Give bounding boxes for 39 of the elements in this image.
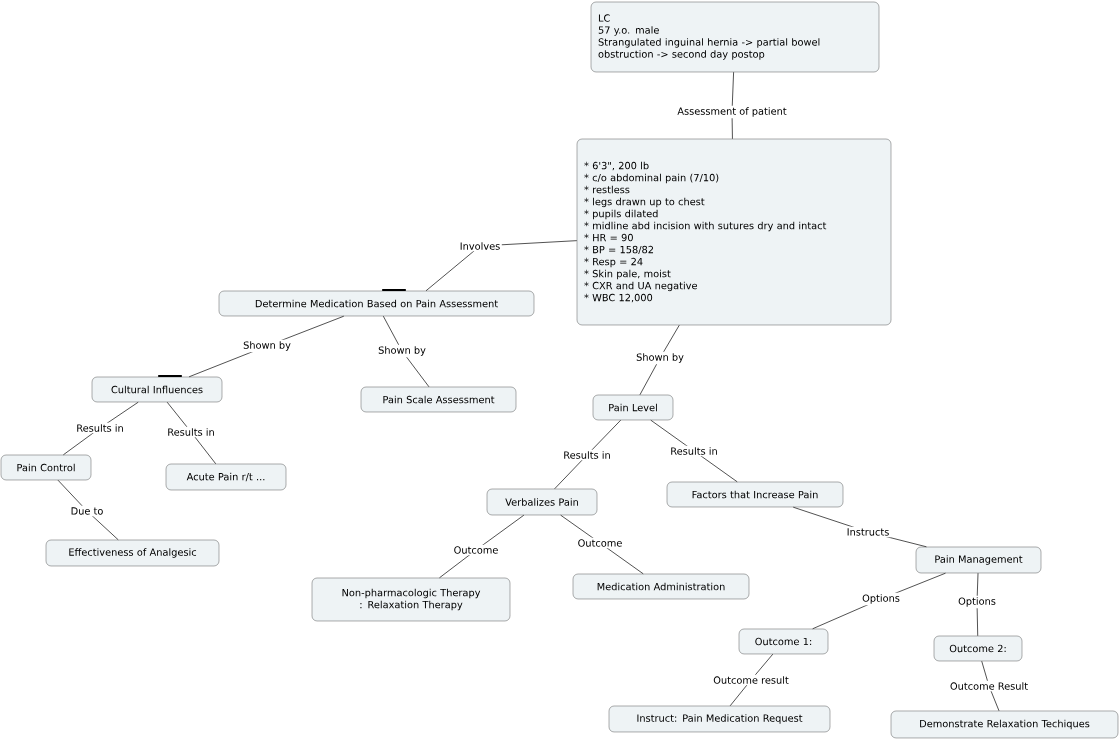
concept-box: Outcome 1: bbox=[738, 628, 829, 655]
connector-line bbox=[57, 479, 119, 541]
concept-box: Pain Level bbox=[592, 394, 674, 421]
concept-box: Instruct: Pain Medication Request bbox=[608, 705, 831, 733]
connector-line bbox=[554, 419, 622, 490]
edge-label: Results in bbox=[165, 426, 217, 438]
edge-label: Outcome result bbox=[711, 674, 791, 686]
concept-box: Outcome 2: bbox=[933, 635, 1023, 662]
edge-label: Due to bbox=[69, 505, 105, 517]
concept-box: Effectiveness of Analgesic bbox=[45, 539, 220, 567]
concept-box: Factors that Increase Pain bbox=[666, 481, 844, 508]
edge-label: Options bbox=[860, 592, 902, 606]
concept-box: Determine Medication Based on Pain Assessment bbox=[218, 290, 535, 317]
concept-box: Acute Pain r/t ... bbox=[165, 463, 287, 491]
concept-box: LC 57 y.o. male Strangulated inguinal hernia -> partial bowel obstruction -> second day postop bbox=[590, 1, 880, 73]
edge-label: Results in bbox=[74, 422, 126, 434]
edge-label: Instructs bbox=[845, 526, 891, 538]
concept-box: Non-pharmacologic Therapy : Relaxation Therapy bbox=[311, 577, 511, 622]
concept-box: Verbalizes Pain bbox=[486, 488, 598, 516]
concept-box: Medication Administration bbox=[572, 573, 750, 600]
concept-box: Pain Management bbox=[915, 546, 1042, 574]
concept-box: Demonstrate Relaxation Techiques bbox=[890, 710, 1119, 739]
concept-box: Pain Control bbox=[0, 454, 92, 481]
edge-label: Involves bbox=[458, 240, 502, 252]
concept-box: * 6'3", 200 lb * c/o abdominal pain (7/10) * restless * legs drawn up to chest * pupils dilated * midline abd incision with sutures dry and intact * HR = 90 * BP = 158/82 * Resp = 24 * Skin pale, moist * CXR and UA negative * WBC 12,000 bbox=[576, 138, 892, 326]
edge-label: Shown by bbox=[241, 339, 293, 353]
edge-label: Outcome bbox=[576, 537, 624, 549]
concept-box: Pain Scale Assessment bbox=[360, 386, 517, 413]
concept-box: Cultural Influences bbox=[91, 376, 223, 403]
edge-label: Outcome Result bbox=[948, 680, 1030, 692]
edge-label: Results in bbox=[668, 445, 720, 457]
edge-label: Shown by bbox=[376, 344, 428, 358]
edge-label: Results in bbox=[561, 449, 613, 461]
connector-line bbox=[729, 653, 774, 707]
edge-label: Shown by bbox=[634, 351, 686, 365]
edge-label: Assessment of patient bbox=[675, 105, 789, 119]
edge-label: Options bbox=[956, 595, 998, 609]
connector-line bbox=[382, 315, 430, 388]
edge-label: Outcome bbox=[452, 544, 500, 556]
